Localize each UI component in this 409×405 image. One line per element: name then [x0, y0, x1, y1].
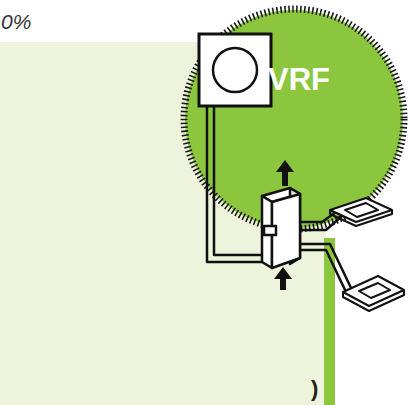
- percent-fragment: 0%: [1, 10, 31, 33]
- fan-grille: [213, 48, 257, 92]
- ceiling-cassette: [343, 276, 404, 311]
- label-holder: 0%: [1, 10, 31, 34]
- bracket-fragment: ): [311, 376, 318, 401]
- label-holder: ): [311, 376, 318, 402]
- badge-title: VRF: [268, 62, 330, 98]
- outdoor-unit: [199, 34, 271, 106]
- refrigerant-pipe: [207, 104, 262, 262]
- refrigerant-pipe: [298, 216, 342, 230]
- refrigerant-pipe: [298, 250, 346, 292]
- branch-box: [262, 188, 300, 268]
- airflow-arrow: [274, 160, 294, 290]
- refrigerant-pipe: [214, 104, 262, 255]
- ceiling-cassette: [330, 198, 392, 226]
